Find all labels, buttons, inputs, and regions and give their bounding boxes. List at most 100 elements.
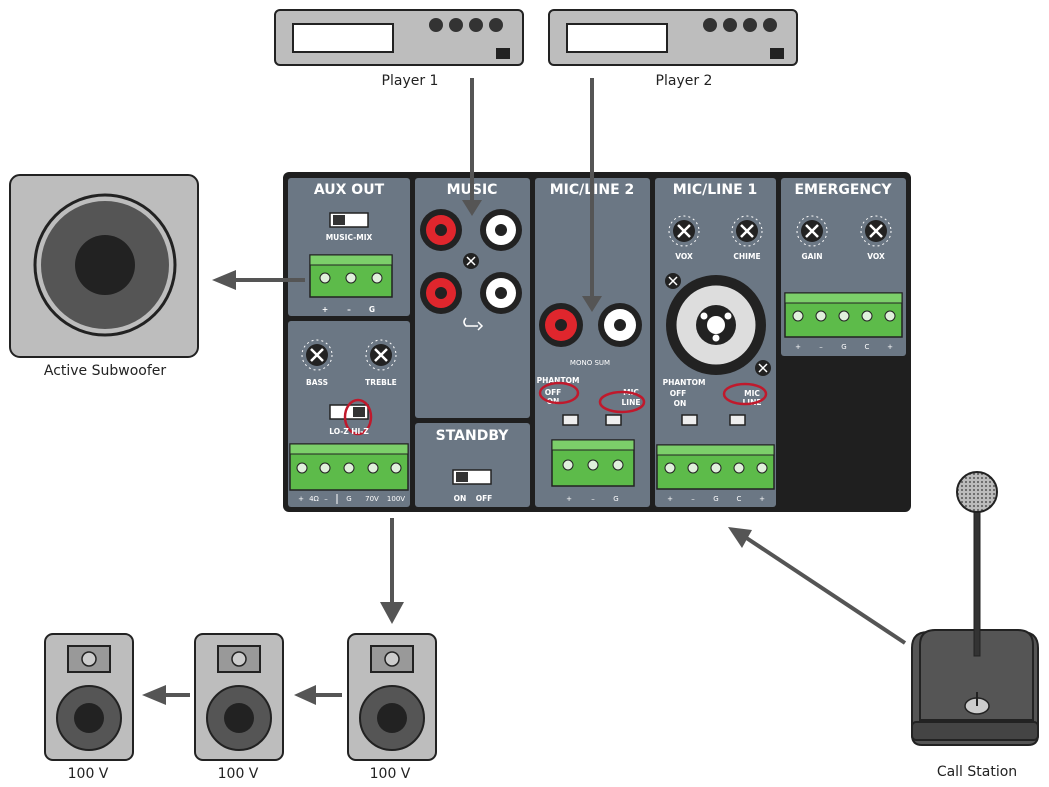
- speaker-3-label: 100 V: [370, 766, 411, 782]
- amplifier-panel: AUX OUT MUSIC-MIX + – G: [283, 172, 911, 512]
- out-term-100v: 100V: [387, 495, 405, 503]
- link-icon: [463, 317, 484, 331]
- speaker-output-terminal[interactable]: [289, 443, 409, 491]
- mic2-phantom-switch[interactable]: [562, 414, 579, 426]
- mic1-term-plus-2: +: [759, 495, 765, 503]
- emergency-terminal[interactable]: [784, 292, 903, 338]
- standby-section: STANDBY ON OFF: [415, 423, 530, 507]
- tone-output-section: BASS TREBLE LO-Z HI-Z + 4Ω – G 70V 100V: [288, 321, 410, 507]
- call-station-label: Call Station: [937, 764, 1017, 780]
- mic-line-2-section: MIC/LINE 2 MONO SUM PHANTOM OFF ON MIC L…: [535, 178, 650, 507]
- mic1-vox-label: VOX: [675, 252, 693, 261]
- mic1-phantom-label: PHANTOM: [663, 378, 706, 387]
- treble-label: TREBLE: [365, 378, 397, 387]
- speaker-2-label: 100 V: [218, 766, 259, 782]
- mic2-term-minus: –: [591, 495, 595, 503]
- bass-knob[interactable]: [301, 339, 333, 371]
- hi-z-label: HI-Z: [351, 427, 369, 436]
- mono-sum-label: MONO SUM: [570, 359, 610, 367]
- mic1-terminal[interactable]: [656, 444, 775, 490]
- emergency-term-plus-2: +: [887, 343, 893, 351]
- mic1-chime-label: CHIME: [733, 252, 760, 261]
- aux-out-title: AUX OUT: [314, 182, 385, 198]
- speaker-1: 100 V: [44, 633, 134, 782]
- mic2-terminal[interactable]: [551, 439, 635, 487]
- mic1-term-minus: –: [691, 495, 695, 503]
- standby-title: STANDBY: [436, 428, 510, 444]
- emergency-term-plus: +: [795, 343, 801, 351]
- out-term-4ohm: 4Ω: [309, 495, 319, 503]
- music-rca-left-top[interactable]: [420, 209, 462, 251]
- aux-term-g: G: [369, 305, 375, 314]
- standby-on-label: ON: [454, 494, 467, 503]
- emergency-term-c: C: [865, 343, 870, 351]
- active-subwoofer-device: Active Subwoofer: [9, 174, 199, 379]
- mic2-phantom-off-highlight: [538, 381, 580, 405]
- out-term-minus: –: [324, 495, 328, 503]
- speaker-3: 100 V: [347, 633, 437, 782]
- mic1-screw-top-icon: [665, 273, 681, 289]
- mic2-line-highlight: [598, 390, 646, 414]
- music-mix-label: MUSIC-MIX: [326, 233, 373, 242]
- emergency-vox-label: VOX: [867, 252, 885, 261]
- speaker-1-label: 100 V: [68, 766, 109, 782]
- mic1-term-g: G: [713, 495, 718, 503]
- player-2-device: Player 2: [548, 9, 798, 89]
- music-rca-right-bottom[interactable]: [480, 272, 522, 314]
- out-term-g: G: [346, 495, 351, 503]
- music-rca-left-bottom[interactable]: [420, 272, 462, 314]
- mic2-term-plus: +: [566, 495, 572, 503]
- emergency-term-g: G: [841, 343, 846, 351]
- lo-z-label: LO-Z: [329, 427, 349, 436]
- mic2-mic-line-switch[interactable]: [605, 414, 622, 426]
- mic1-mic-highlight: [722, 382, 768, 406]
- music-screw-icon: [463, 253, 479, 269]
- xlr-combo-jack[interactable]: [666, 275, 766, 375]
- bass-label: BASS: [306, 378, 328, 387]
- mic1-on-label: ON: [674, 399, 687, 408]
- standby-off-label: OFF: [476, 494, 493, 503]
- mic1-vox-knob[interactable]: [668, 215, 700, 247]
- mic-line-1-section: MIC/LINE 1 VOX CHIME: [655, 178, 776, 507]
- mic1-off-label: OFF: [670, 389, 687, 398]
- speaker-2: 100 V: [194, 633, 284, 782]
- emergency-section: EMERGENCY GAIN VOX +: [781, 178, 906, 356]
- mic1-mic-line-switch[interactable]: [729, 414, 746, 426]
- out-term-plus: +: [298, 495, 304, 503]
- mic1-chime-knob[interactable]: [731, 215, 763, 247]
- music-rca-right-top[interactable]: [480, 209, 522, 251]
- signal-arrows: [142, 78, 907, 705]
- mic1-phantom-switch[interactable]: [681, 414, 698, 426]
- call-station-device: Call Station: [911, 471, 1039, 780]
- emergency-vox-knob[interactable]: [860, 215, 892, 247]
- aux-out-terminal[interactable]: [309, 254, 393, 298]
- emergency-gain-knob[interactable]: [796, 215, 828, 247]
- arrow-call-station: [743, 535, 907, 645]
- mic1-term-plus: +: [667, 495, 673, 503]
- mic1-mic-label: MIC: [744, 389, 760, 398]
- subwoofer-label: Active Subwoofer: [44, 363, 167, 379]
- aux-out-section: AUX OUT MUSIC-MIX + – G: [288, 178, 410, 316]
- hi-z-highlight: [343, 398, 373, 436]
- mic1-screw-bottom-icon: [755, 360, 771, 376]
- emergency-term-minus: –: [819, 343, 823, 351]
- mic2-phantom-label: PHANTOM: [537, 376, 580, 385]
- player-1-device: Player 1: [274, 9, 524, 89]
- aux-term-minus: –: [347, 305, 351, 314]
- mic2-line-label: LINE: [622, 398, 641, 407]
- emergency-title: EMERGENCY: [794, 182, 892, 198]
- out-term-70v: 70V: [365, 495, 379, 503]
- player-2-label: Player 2: [656, 73, 713, 89]
- mic2-rca-white[interactable]: [598, 303, 642, 347]
- mic2-rca-red[interactable]: [539, 303, 583, 347]
- mic-line-1-title: MIC/LINE 1: [673, 182, 758, 198]
- emergency-gain-label: GAIN: [801, 252, 822, 261]
- mic2-term-g: G: [613, 495, 618, 503]
- player-1-label: Player 1: [382, 73, 439, 89]
- mic1-term-c: C: [737, 495, 742, 503]
- mic2-off-label: OFF: [545, 388, 562, 397]
- microphone-grille-icon: [956, 471, 998, 513]
- treble-knob[interactable]: [365, 339, 397, 371]
- aux-term-plus: +: [322, 305, 328, 314]
